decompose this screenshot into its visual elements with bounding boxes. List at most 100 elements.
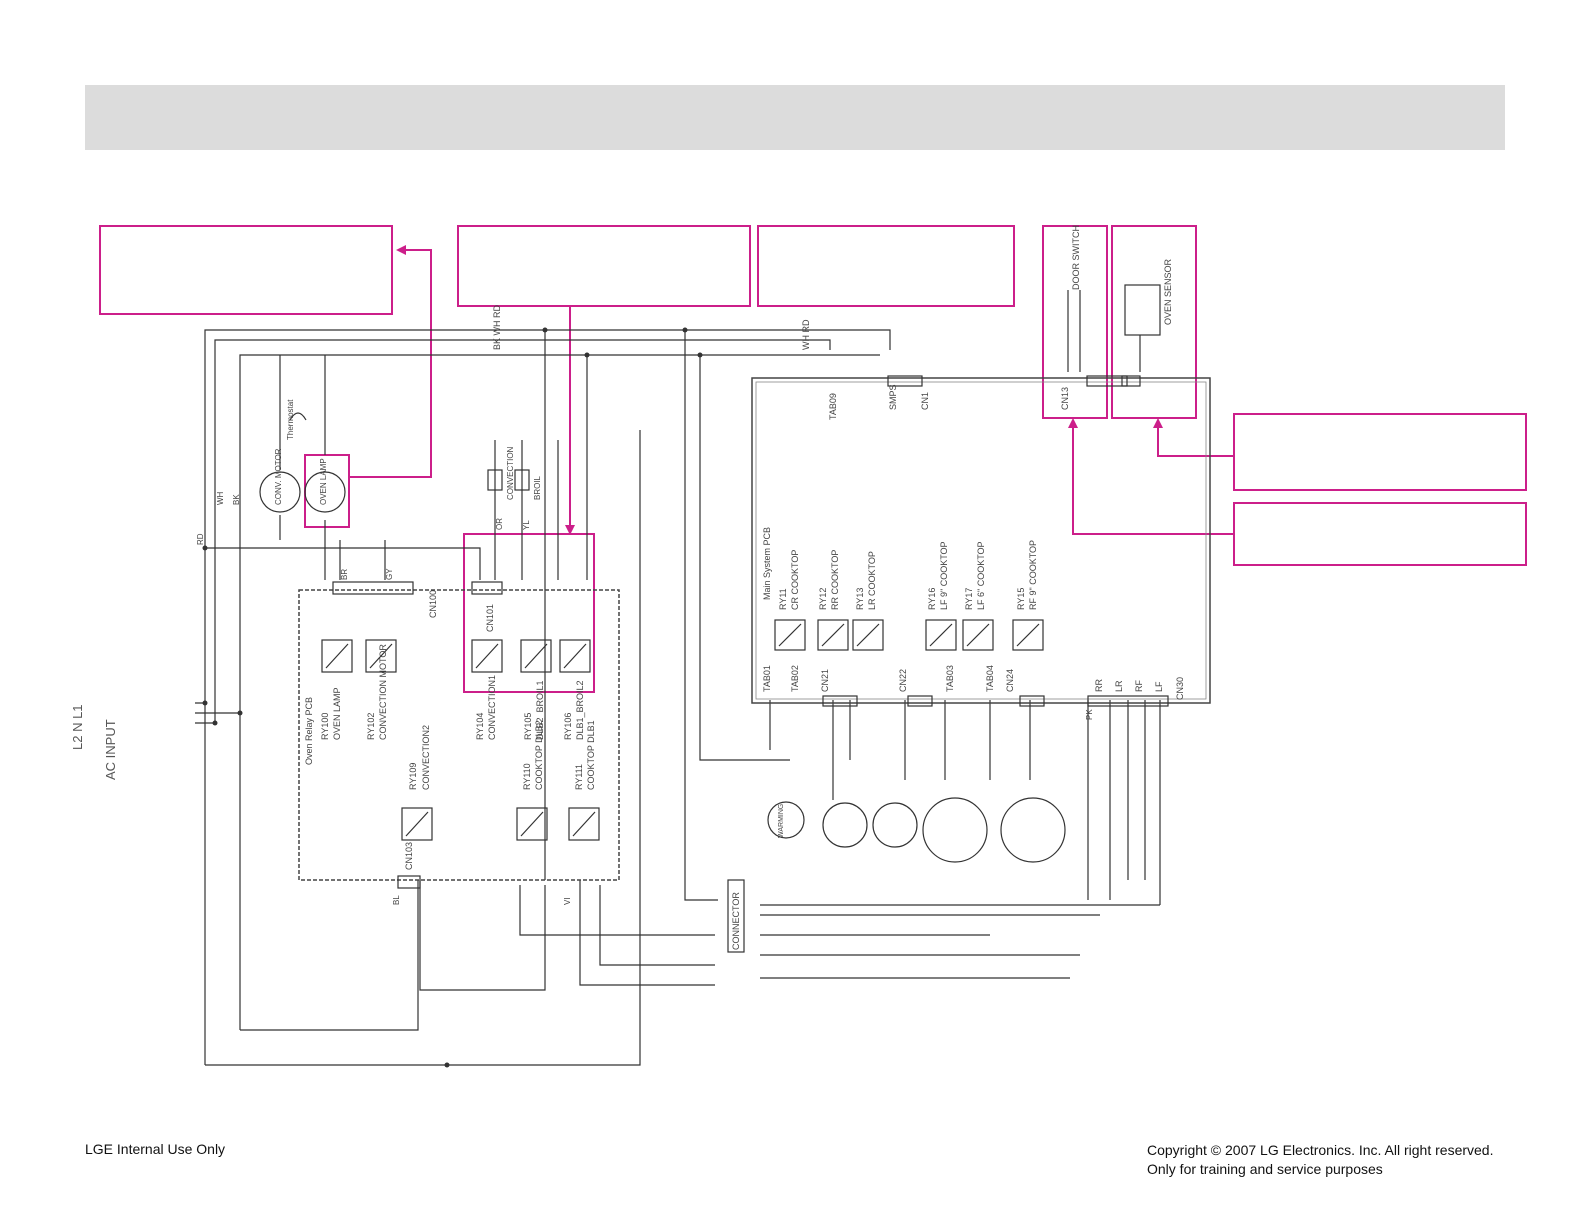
connector-cn13 bbox=[1086, 375, 1128, 387]
cn22-label: CN22 bbox=[898, 668, 908, 692]
ac-input-label: AC INPUT bbox=[103, 719, 118, 780]
relay-ry17 bbox=[962, 619, 994, 651]
wire-label-bl: BL bbox=[392, 895, 401, 905]
connector-cn22 bbox=[907, 695, 933, 707]
element-lr bbox=[872, 802, 918, 848]
relay-ry105 bbox=[520, 639, 552, 673]
convection-label: CONVECTION bbox=[506, 446, 515, 500]
wire-label-vi: VI bbox=[563, 897, 572, 905]
relay-ry100-name: OVEN LAMP bbox=[332, 687, 342, 740]
wires bbox=[195, 329, 1161, 1066]
relay-ry104-name: CONVECTION1 bbox=[487, 674, 497, 740]
connector-label: CONNECTOR bbox=[731, 892, 741, 950]
header-bar bbox=[85, 85, 1505, 150]
relay-ry12 bbox=[817, 619, 849, 651]
callout-box-oven-sensor bbox=[1111, 225, 1197, 419]
relay-ry16-name: LF 9" COOKTOP bbox=[939, 541, 949, 610]
relay-ry109 bbox=[401, 807, 433, 841]
connector-block bbox=[727, 879, 745, 953]
highlight-cn101-relays bbox=[463, 533, 595, 693]
relay-ry106 bbox=[559, 639, 591, 673]
wire-junctions bbox=[202, 327, 703, 1068]
cn30-wire-lr: LR bbox=[1114, 680, 1124, 692]
thermostat-label: Thermostat bbox=[286, 399, 295, 440]
arrow-heads bbox=[396, 245, 1163, 535]
connector-cn1 bbox=[887, 375, 923, 387]
cn13-label: CN13 bbox=[1060, 386, 1070, 410]
relay-ry13-id: RY13 bbox=[855, 587, 865, 610]
relay-ry16-id: RY16 bbox=[927, 587, 937, 610]
relay-ry11-name: CR COOKTOP bbox=[790, 549, 800, 610]
main-pcb-label: Main System PCB bbox=[762, 526, 772, 600]
wire-label-or: OR bbox=[495, 518, 504, 530]
wire-label-bk: BK bbox=[232, 494, 241, 505]
connector-cn21 bbox=[822, 695, 858, 707]
oven-sensor-label: OVEN SENSOR bbox=[1163, 258, 1173, 325]
tab03-label: TAB03 bbox=[945, 665, 955, 692]
wire-label-yl: YL bbox=[522, 520, 531, 530]
conv-motor-label: CONV. MOTOR bbox=[274, 448, 283, 505]
relay-ry17-name: LF 6" COOKTOP bbox=[976, 541, 986, 610]
callout-box-switch-desc bbox=[1233, 502, 1527, 566]
footer-internal-use: LGE Internal Use Only bbox=[85, 1141, 226, 1157]
connector-cn24 bbox=[1019, 695, 1045, 707]
relay-ry106-id: RY106 bbox=[563, 712, 573, 740]
wire-label-gy: GY bbox=[385, 568, 394, 580]
broil-element bbox=[514, 469, 530, 491]
oven-lamp-label: OVEN LAMP bbox=[319, 458, 328, 505]
relay-ry111-id: RY111 bbox=[574, 763, 584, 790]
relay-ry111-name: COOKTOP DLB1 bbox=[586, 720, 596, 790]
relay-ry11 bbox=[774, 619, 806, 651]
cn24-label: CN24 bbox=[1005, 668, 1015, 692]
relay-ry106-name: DLB1_BROIL2 bbox=[575, 680, 585, 740]
tab09-label: TAB09 bbox=[828, 393, 838, 420]
callout-boxes bbox=[99, 225, 1527, 693]
callout-box-relays bbox=[457, 225, 751, 307]
oven-components bbox=[259, 412, 530, 513]
relay-ry110 bbox=[516, 807, 548, 841]
oven-relay-pcb-label: Oven Relay PCB bbox=[304, 696, 314, 765]
relay-ry102-name: CONVECTION MOTOR bbox=[378, 644, 388, 740]
cn30-wire-lf: LF bbox=[1154, 681, 1164, 692]
relay-ry12-id: RY12 bbox=[818, 587, 828, 610]
ac-input-terminals: L2 N L1 bbox=[70, 704, 85, 750]
cn30-wire-rf: RF bbox=[1134, 680, 1144, 692]
callout-box-main-pcb bbox=[757, 225, 1015, 307]
relay-ry13-name: LR COOKTOP bbox=[867, 551, 877, 610]
cn30-label: CN30 bbox=[1175, 676, 1185, 700]
relay-ry111 bbox=[568, 807, 600, 841]
relay-ry102-id: RY102 bbox=[366, 712, 376, 740]
connector-cn30 bbox=[1087, 695, 1169, 707]
thermostat bbox=[289, 412, 307, 421]
relay-ry11-id: RY11 bbox=[778, 588, 788, 610]
relay-ry15-name: RF 9" COOKTOP bbox=[1028, 539, 1038, 610]
wire-label-rd: RD bbox=[196, 533, 205, 545]
relay-ry109-id: RY109 bbox=[408, 762, 418, 790]
wire-label-br: BR bbox=[340, 568, 349, 580]
tab04-label: TAB04 bbox=[985, 665, 995, 692]
relay-ry100 bbox=[321, 639, 353, 673]
conv-motor bbox=[259, 471, 301, 513]
element-rf bbox=[1000, 797, 1066, 863]
cooktop-elements bbox=[767, 797, 1066, 863]
connector-cn101 bbox=[471, 581, 503, 595]
relay-ry15-id: RY15 bbox=[1016, 587, 1026, 610]
relay-ry109-name: CONVECTION2 bbox=[421, 724, 431, 790]
cn1-label: CN1 bbox=[920, 391, 930, 410]
wire-label-wh: WH bbox=[216, 491, 225, 505]
callout-box-sensor-desc bbox=[1233, 413, 1527, 491]
relay-ry110-name: COOKTOP DLB2 bbox=[534, 720, 544, 790]
training-line: Only for training and service purposes bbox=[1147, 1161, 1383, 1177]
connector-sensor bbox=[1121, 375, 1141, 387]
cn101-label: CN101 bbox=[485, 603, 495, 632]
connector-cn103 bbox=[397, 875, 421, 889]
warming-label: WARMING bbox=[778, 803, 785, 838]
callout-box-oven-lamp bbox=[99, 225, 393, 315]
element-lf bbox=[922, 797, 988, 863]
tab02-label: TAB02 bbox=[790, 665, 800, 692]
tab01-label: TAB01 bbox=[762, 665, 772, 692]
relay-ry100-id: RY100 bbox=[320, 712, 330, 740]
callout-arrows bbox=[349, 249, 1234, 535]
door-switch-label: DOOR SWITCH bbox=[1071, 225, 1081, 290]
wire-label-pk: PK bbox=[1085, 709, 1094, 720]
